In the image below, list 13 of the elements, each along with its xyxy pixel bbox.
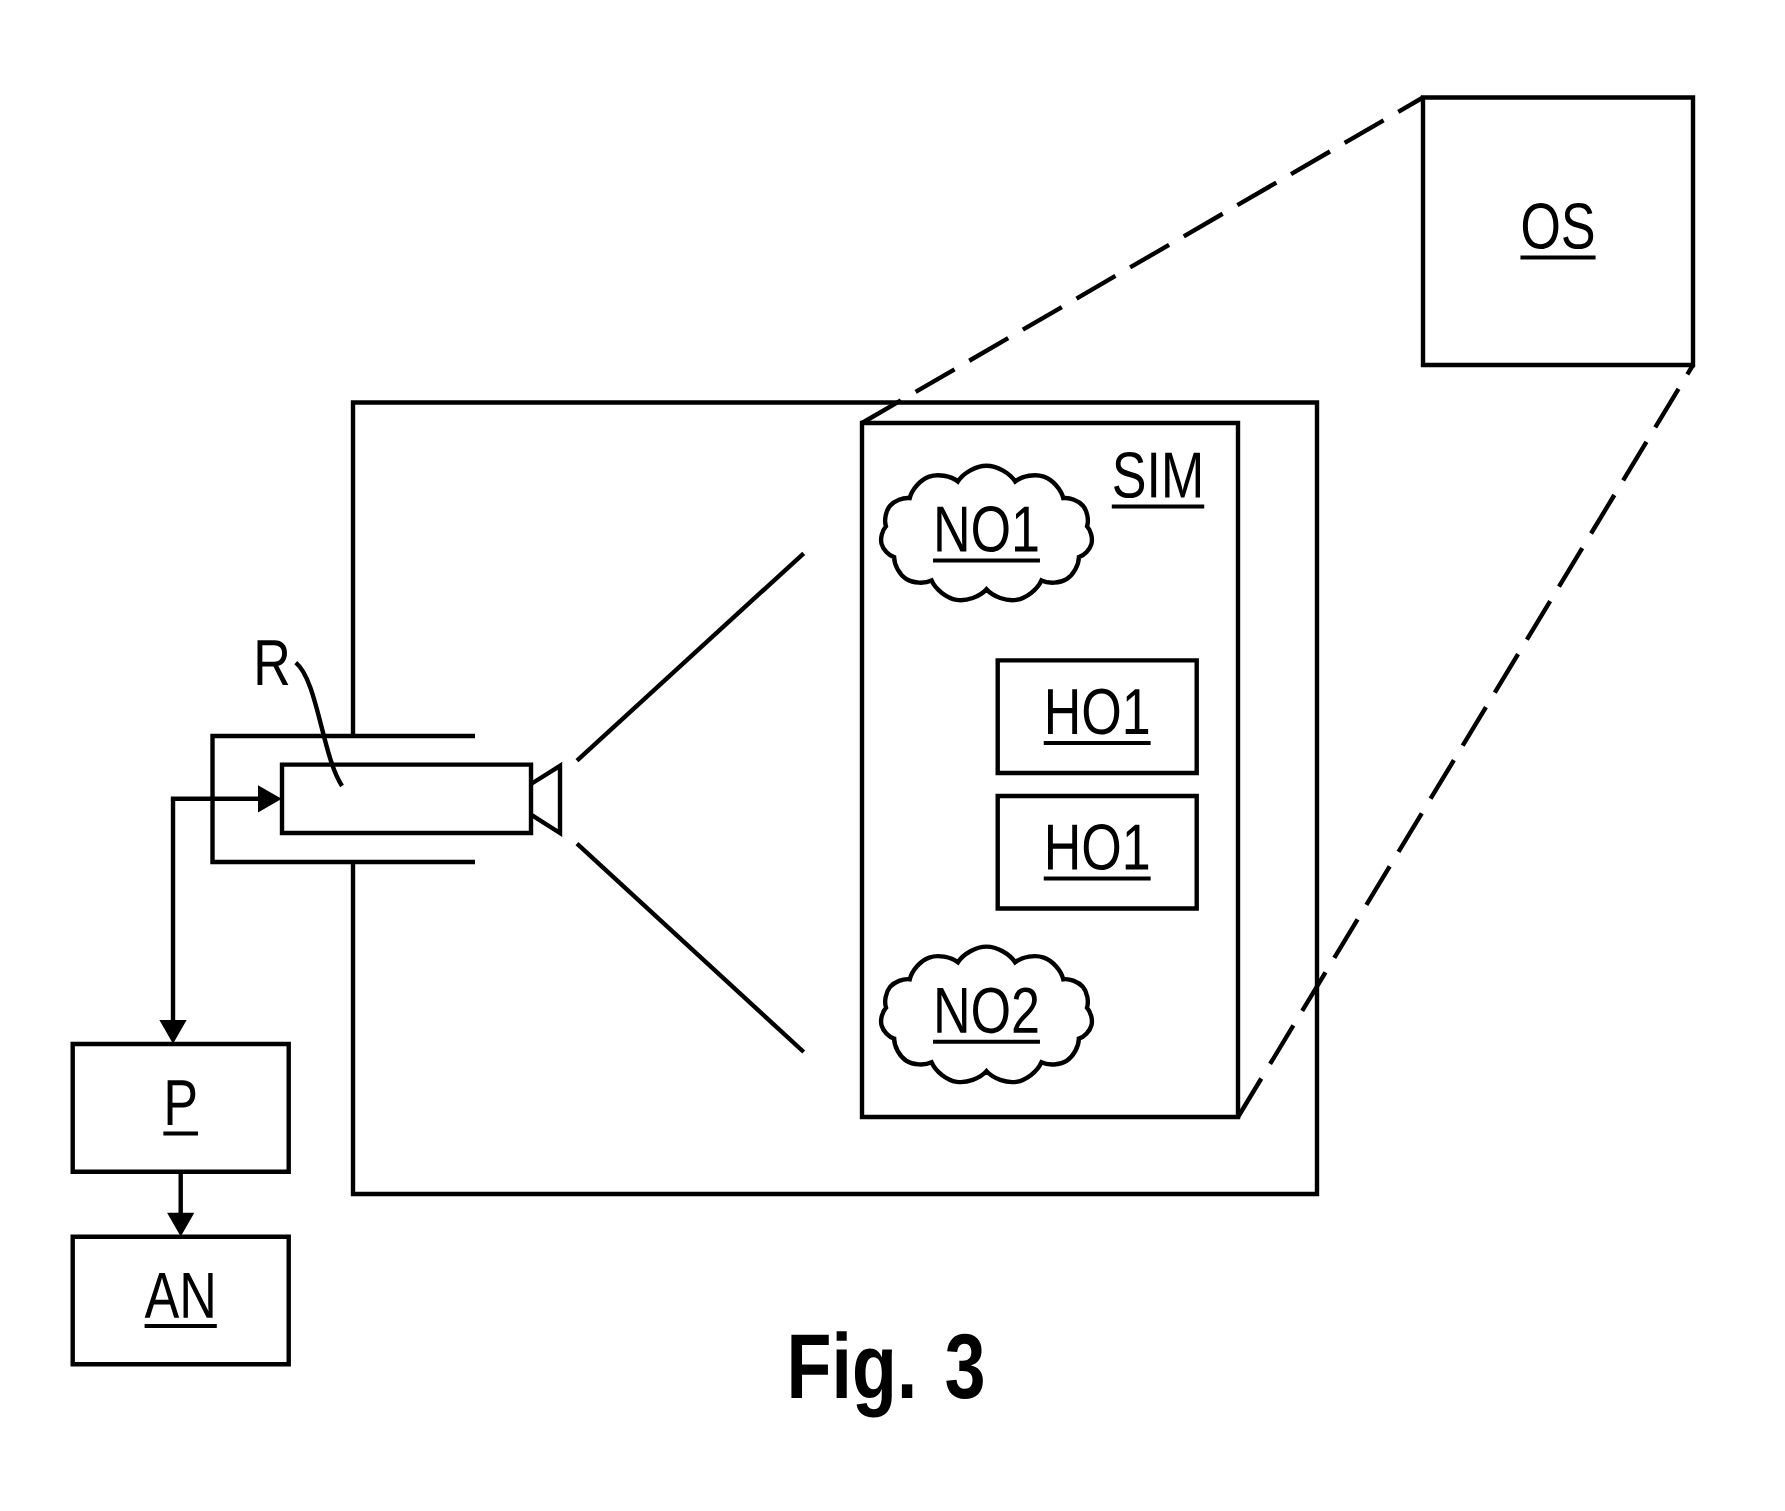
cloud: NO2: [878, 944, 1095, 1085]
camera: [279, 761, 563, 837]
labeled-box: AN: [70, 1234, 291, 1367]
reference-label: R: [257, 640, 289, 685]
frame: [350, 400, 1320, 1197]
cloud: NO1: [878, 463, 1095, 603]
figure-caption: Fig. 3: [791, 1331, 983, 1418]
labeled-box: HO1: [995, 793, 1199, 911]
dashed-line: [860, 95, 1425, 425]
dashed-line: [1236, 363, 1695, 1119]
labeled-box: HO1: [995, 658, 1199, 776]
labeled-box: OS: [1420, 95, 1696, 368]
labeled-box: P: [70, 1041, 291, 1174]
